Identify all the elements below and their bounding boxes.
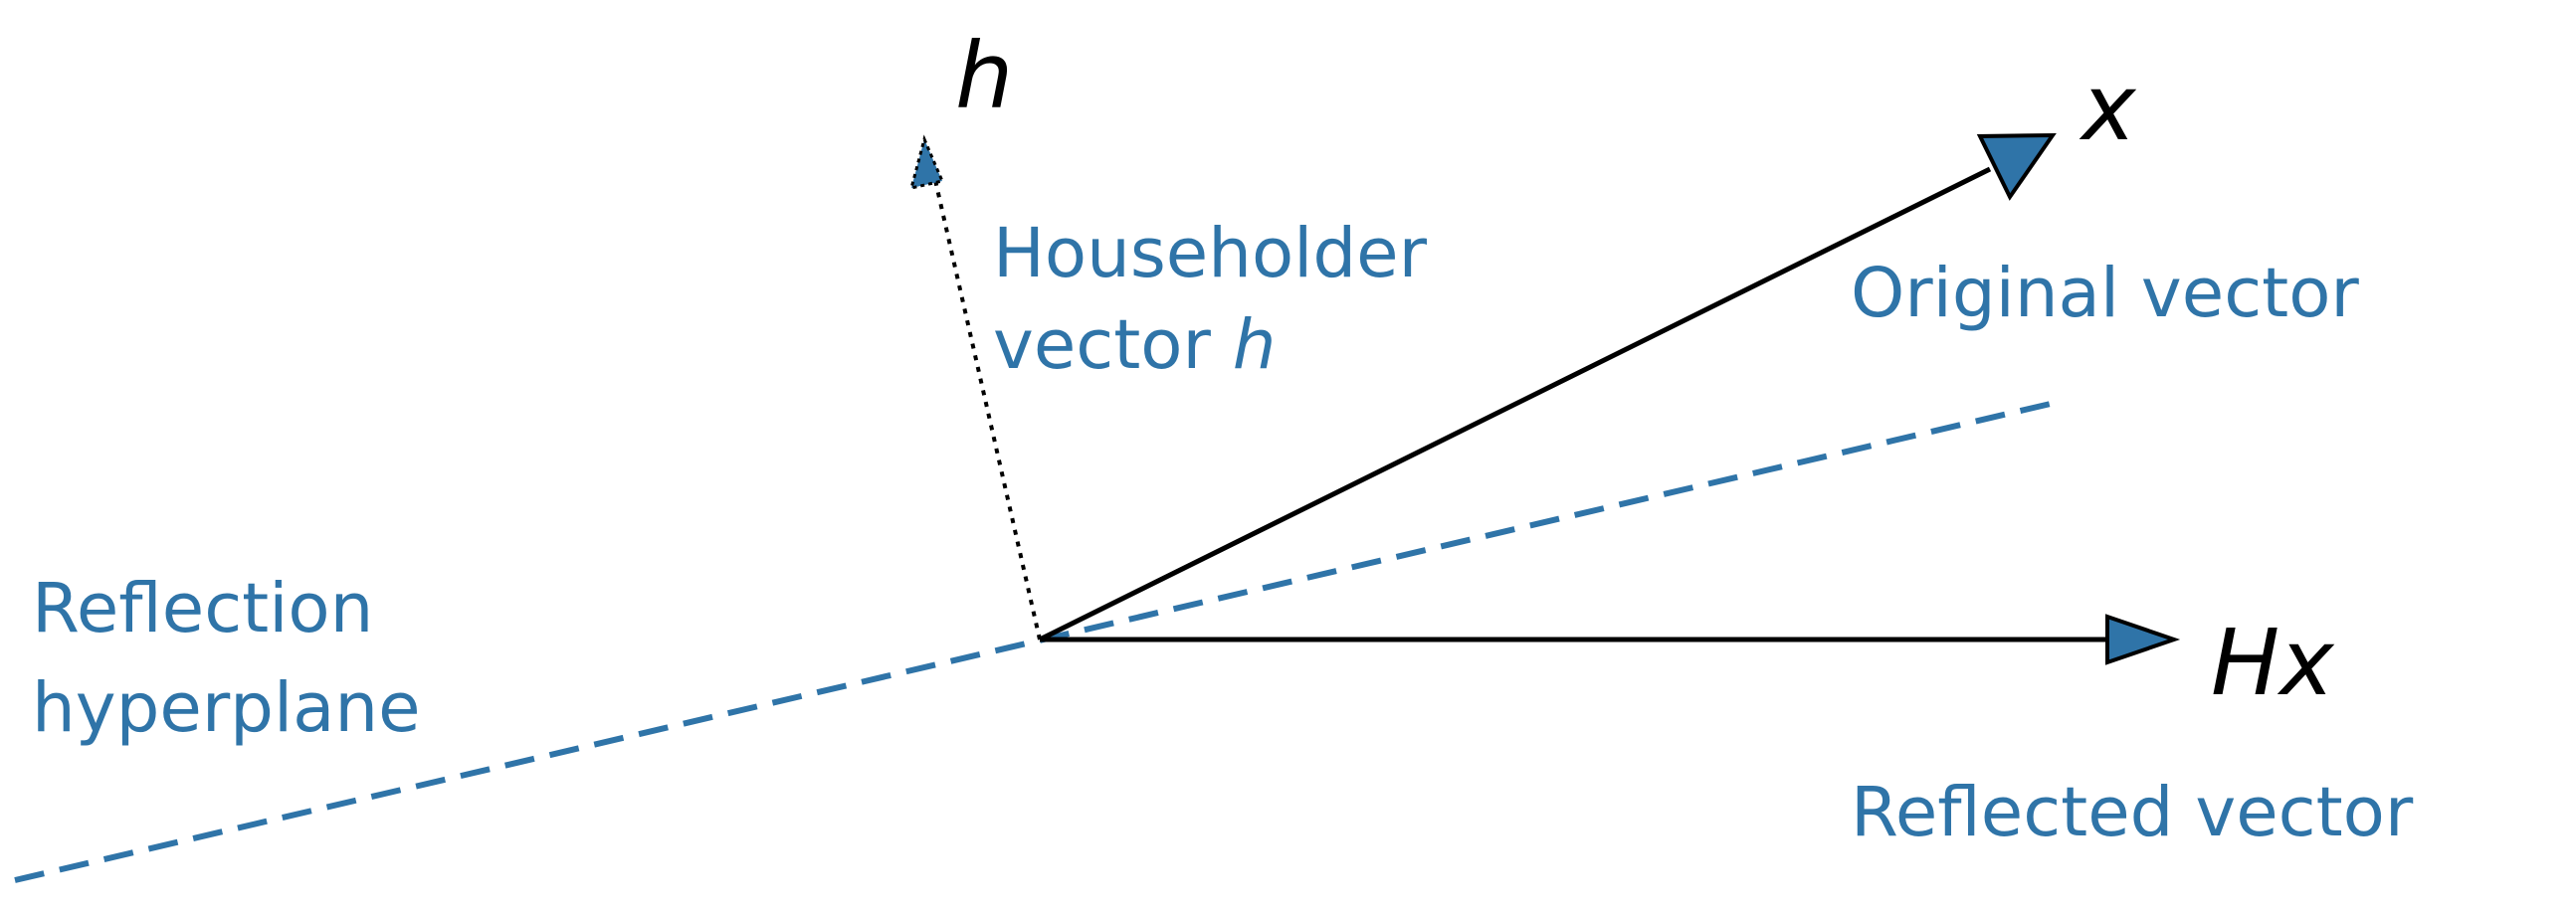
reflected-vector-arrowhead [2105,614,2181,665]
original-vector-line [1038,166,1992,642]
h-symbol-label: h [955,23,1013,129]
householder-vector-label-line2: vector h [993,305,1277,385]
householder-vector-label-text: vector [993,305,1233,385]
hx-symbol-label: Hx [2211,610,2335,716]
reflection-hyperplane-line [14,400,2056,883]
reflected-vector-label: Reflected vector [1851,773,2414,852]
householder-vector-line [930,166,1042,640]
householder-vector-label-line1: Householder [993,214,1428,293]
original-vector-arrowhead [1976,132,2057,201]
x-symbol-label: x [2079,55,2137,161]
householder-vector-label-math: h [1233,305,1277,385]
reflection-hyperplane-label-line1: Reflection [32,569,373,648]
original-vector-label: Original vector [1851,254,2359,333]
reflection-hyperplane-label-line2: hyperplane [32,668,421,748]
householder-vector-arrowhead [908,134,945,191]
